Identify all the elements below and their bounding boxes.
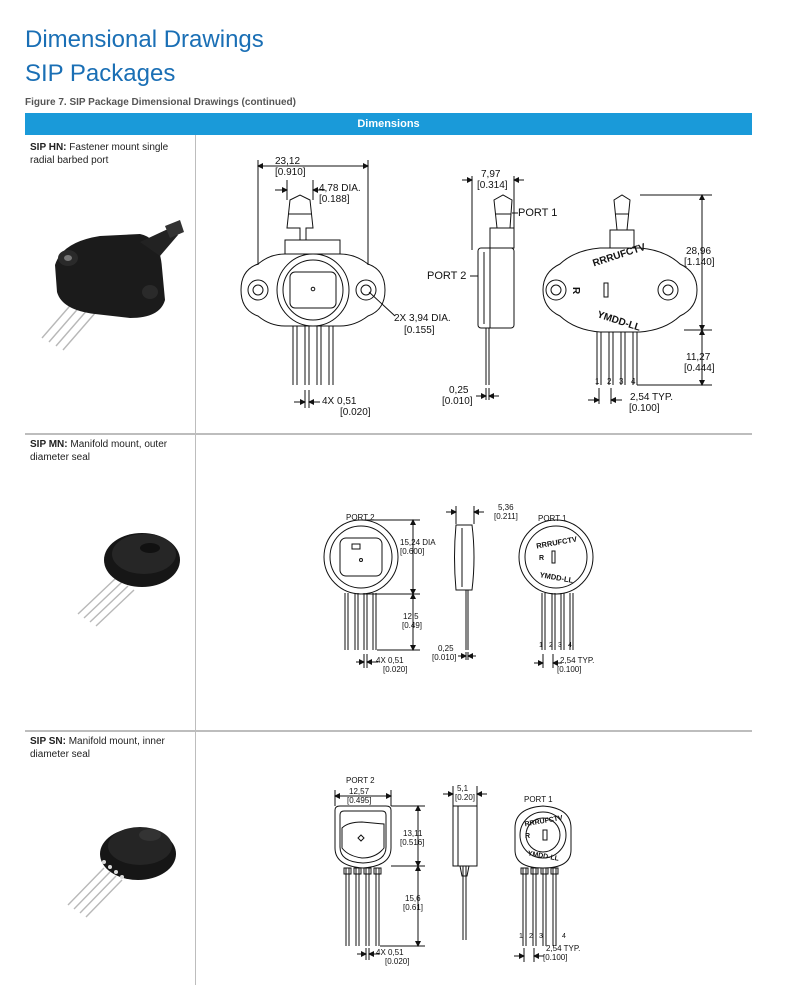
drawing-hn-back [542, 194, 712, 404]
dim-mn-depth-in: [0.211] [494, 512, 518, 521]
row-divider [25, 433, 752, 435]
dim-mn-thick-in: [0.010] [432, 653, 456, 662]
row-divider [25, 730, 752, 732]
dim-sn-depth-in: [0.20] [455, 793, 475, 802]
dim-hn-lead-len: 11,27 [686, 352, 711, 363]
dim-hn-lead-w: 4X 0,51 [322, 396, 357, 407]
dim-sn-lead-len-in: [0.61] [403, 903, 423, 912]
drawing-hn-side [462, 176, 524, 400]
dim-mn-dia: 15,24 DIA [400, 538, 436, 547]
dim-hn-lead-w-in: [0.020] [340, 407, 371, 418]
pin-label: 3 [539, 933, 543, 940]
dim-sn-lead-len: 15,6 [405, 894, 421, 903]
sensor-photo-hn [41, 220, 184, 351]
dim-hn-height-in: [1.140] [684, 257, 715, 268]
figure-caption: Figure 7. SIP Package Dimensional Drawin… [25, 97, 296, 108]
dim-hn-width: 23,12 [275, 156, 300, 167]
dim-sn-pitch-in: [0.100] [543, 953, 567, 962]
dim-hn-depth-in: [0.314] [477, 180, 508, 191]
pin-label: 3 [619, 377, 624, 386]
row-desc-mn: SIP MN: Manifold mount, outer diameter s… [30, 439, 168, 463]
pin-label: 1 [519, 933, 523, 940]
marking-hn-bottom: YMDD-LL [596, 309, 642, 333]
marking-mn-top: RRRUFCTV [535, 535, 577, 551]
dim-hn-hole-in: [0.155] [404, 325, 435, 336]
marking-hn-r: R [570, 287, 581, 295]
sensor-photo-sn [67, 827, 176, 918]
dim-hn-thick: 0,25 [449, 385, 469, 396]
dim-hn-width-in: [0.910] [275, 167, 306, 178]
dim-mn-lead-w: 4X 0,51 [376, 656, 404, 665]
dim-mn-lead-len-in: [0.49] [402, 621, 422, 630]
pin-label: 3 [558, 642, 562, 649]
dim-sn-lead-w-in: [0.020] [385, 957, 409, 966]
pin-label: 4 [568, 642, 572, 649]
dim-hn-pitch-in: [0.100] [629, 403, 660, 414]
pin-label: 4 [631, 377, 636, 386]
marking-sn-r: R [525, 833, 530, 840]
pin-label: 2 [549, 642, 553, 649]
label-sn-port1: PORT 1 [524, 795, 553, 804]
dim-mn-depth: 5,36 [498, 503, 514, 512]
label-sn-port2: PORT 2 [346, 776, 375, 785]
dim-sn-height-in: [0.516] [400, 838, 424, 847]
dim-sn-width-in: [0.495] [347, 796, 371, 805]
marking-mn-bottom: YMDD-LL [539, 570, 574, 585]
dim-hn-depth: 7,97 [481, 169, 501, 180]
dim-hn-hole: 2X 3,94 DIA. [394, 313, 451, 324]
table-header: Dimensions [25, 113, 752, 135]
dim-sn-pitch: 2,54 TYP. [546, 944, 580, 953]
dim-sn-depth: 5,1 [457, 784, 469, 793]
marking-hn-top: RRRUFCTV [591, 242, 647, 270]
dim-hn-thick-in: [0.010] [442, 396, 473, 407]
marking-sn-bottom: YMDD-LL [527, 850, 560, 862]
pin-label: 2 [529, 933, 533, 940]
pin-label: 1 [595, 377, 600, 386]
drawing-mn-front [323, 519, 420, 668]
label-hn-port1: PORT 1 [518, 207, 557, 219]
dim-hn-height: 28,96 [686, 246, 711, 257]
dim-mn-lead-w-in: [0.020] [383, 665, 407, 674]
dim-mn-lead-len: 12,5 [403, 612, 419, 621]
label-mn-port2: PORT 2 [346, 513, 375, 522]
drawing-mn-side [446, 506, 484, 660]
pin-label: 4 [562, 933, 566, 940]
dim-sn-height: 13,11 [403, 829, 423, 838]
label-hn-port2: PORT 2 [427, 270, 466, 282]
drawing-sn-side [443, 786, 487, 940]
row-desc-sn: SIP SN: Manifold mount, inner diameter s… [30, 736, 165, 760]
dim-mn-dia-in: [0.600] [400, 547, 424, 556]
dim-mn-pitch-in: [0.100] [557, 665, 581, 674]
drawing-mn-back [518, 519, 594, 668]
label-mn-port1: PORT 1 [538, 514, 567, 523]
pin-label: 2 [607, 377, 612, 386]
column-divider [195, 135, 196, 985]
row-desc-hn: SIP HN: Fastener mount single radial bar… [30, 142, 169, 166]
dim-hn-pitch: 2,54 TYP. [630, 392, 673, 403]
dim-mn-pitch: 2,54 TYP. [560, 656, 594, 665]
dim-sn-lead-w: 4X 0,51 [376, 948, 404, 957]
drawing-sn-front [334, 790, 425, 960]
sensor-photo-mn [77, 533, 180, 627]
dim-hn-port-dia-in: [0.188] [319, 194, 350, 205]
pin-label: 1 [539, 642, 543, 649]
page-subtitle: SIP Packages [25, 60, 176, 87]
dim-hn-lead-len-in: [0.444] [684, 363, 715, 374]
dim-sn-width: 12,57 [349, 787, 370, 796]
dim-hn-port-dia: 4,78 DIA. [319, 183, 361, 194]
page-title: Dimensional Drawings [25, 26, 264, 53]
drawing-sn-back [514, 805, 572, 962]
marking-mn-r: R [539, 555, 544, 562]
dim-mn-thick: 0,25 [438, 644, 454, 653]
drawing-hn-front [240, 160, 396, 408]
